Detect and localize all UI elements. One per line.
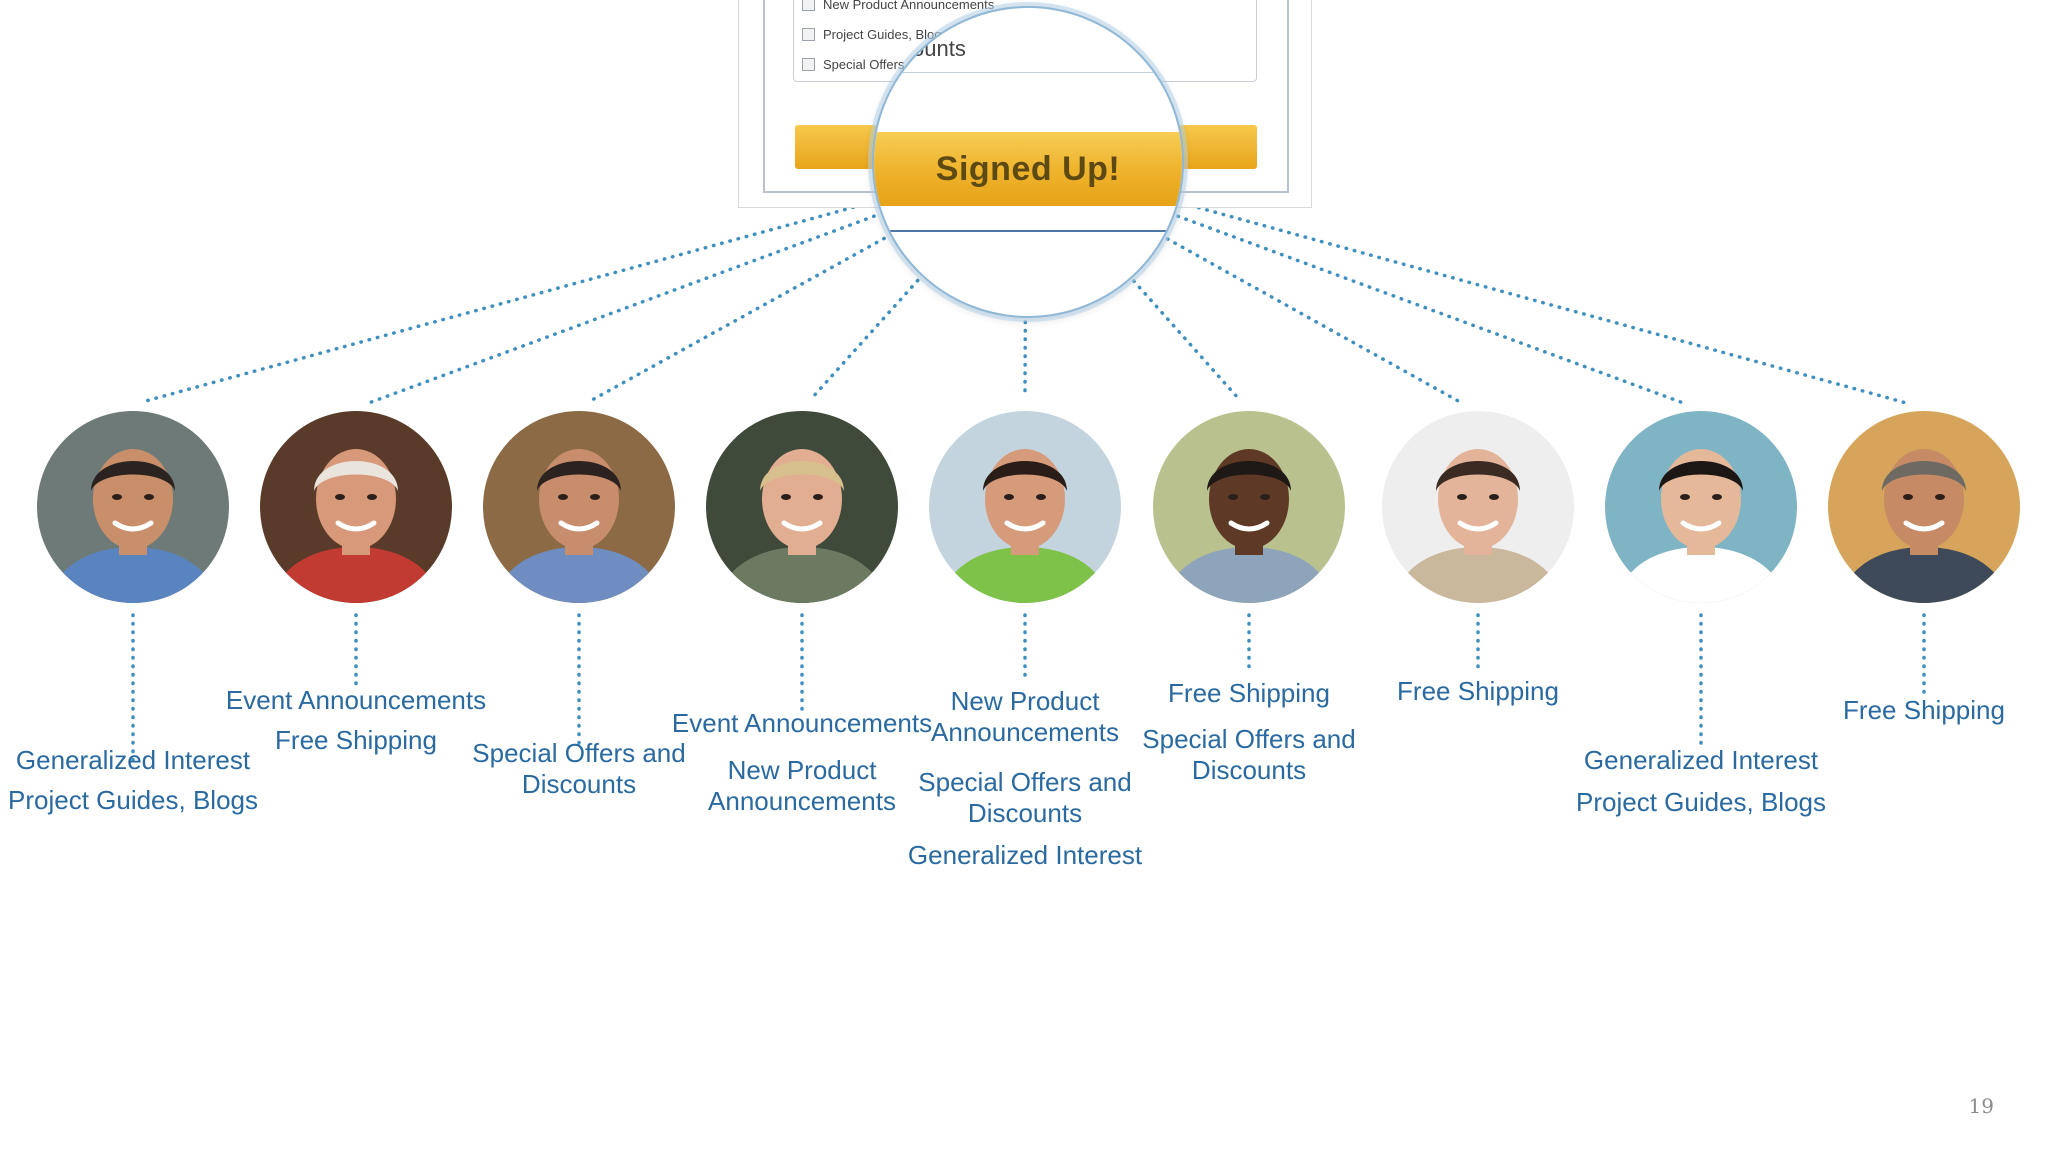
persona-7-avatar bbox=[1382, 411, 1574, 603]
magnified-text: ounts bbox=[912, 36, 966, 61]
connector-to-persona bbox=[810, 278, 920, 400]
persona-3-avatar bbox=[483, 411, 675, 603]
persona-6-avatar bbox=[1153, 411, 1345, 603]
persona-2-tag: Event Announcements bbox=[225, 685, 487, 715]
checkbox-icon[interactable] bbox=[802, 0, 815, 11]
magnifier-lens: ounts Signed Up! bbox=[872, 6, 1184, 318]
option-label: New Product Announcements bbox=[823, 0, 995, 12]
option-label: Project Guides, Blogs bbox=[823, 27, 949, 42]
persona-6-tag: Special Offers and Discounts bbox=[1142, 724, 1356, 785]
checkbox-icon[interactable] bbox=[802, 58, 815, 71]
persona-2-avatar bbox=[260, 411, 452, 603]
persona-8-tag: Generalized Interest bbox=[1583, 745, 1819, 775]
persona-5-avatar bbox=[929, 411, 1121, 603]
persona-9-tag: Free Shipping bbox=[1843, 695, 2005, 725]
signed-up-label: Signed Up! bbox=[935, 149, 1121, 188]
page-number: 19 bbox=[1968, 1094, 1994, 1118]
persona-2-tag: Free Shipping bbox=[275, 725, 437, 755]
signed-up-button[interactable]: Signed Up! bbox=[874, 132, 1182, 206]
persona-1-tag: Generalized Interest bbox=[15, 745, 251, 775]
connector-to-persona bbox=[1165, 237, 1462, 404]
persona-5-tag: Generalized Interest bbox=[907, 840, 1143, 870]
persona-1-avatar bbox=[37, 411, 229, 603]
connector-to-persona bbox=[364, 214, 876, 406]
persona-6-tag: Free Shipping bbox=[1168, 678, 1330, 708]
persona-4-tag: New Product Announcements bbox=[708, 755, 896, 816]
persona-8-tag: Project Guides, Blogs bbox=[1575, 787, 1827, 817]
persona-4-avatar bbox=[706, 411, 898, 603]
persona-4-tag: Event Announcements bbox=[671, 708, 933, 738]
option-project-guides[interactable]: Project Guides, Blogs bbox=[802, 27, 948, 42]
persona-7-tag: Free Shipping bbox=[1397, 676, 1559, 706]
option-new-product[interactable]: New Product Announcements bbox=[802, 0, 994, 12]
persona-5-tag: New Product Announcements bbox=[931, 686, 1119, 747]
magnified-form-border bbox=[874, 230, 1182, 232]
connector-to-persona bbox=[140, 201, 872, 404]
connector-to-persona bbox=[590, 236, 886, 402]
persona-1-tag: Project Guides, Blogs bbox=[7, 785, 259, 815]
magnified-divider bbox=[874, 72, 1182, 73]
persona-5-tag: Special Offers and Discounts bbox=[918, 767, 1132, 828]
persona-8-avatar bbox=[1605, 411, 1797, 603]
persona-9-avatar bbox=[1828, 411, 2020, 603]
persona-3-tag: Special Offers and Discounts bbox=[472, 738, 686, 799]
connector-to-persona bbox=[1132, 279, 1240, 400]
connector-to-persona bbox=[1180, 201, 1912, 406]
connector-to-persona bbox=[1176, 214, 1688, 406]
checkbox-icon[interactable] bbox=[802, 28, 815, 41]
